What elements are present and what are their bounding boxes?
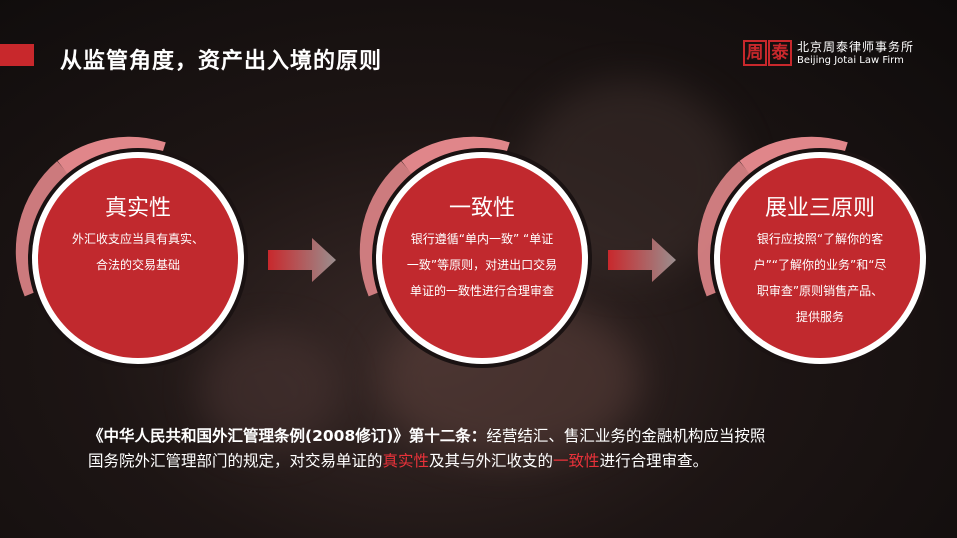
arrow-right-icon xyxy=(608,238,676,282)
page-title: 从监管角度，资产出入境的原则 xyxy=(60,49,383,74)
citation-source: 《中华人民共和国外汇管理条例(2008修订)》第十二条： xyxy=(88,427,487,445)
principle-title: 真实性 xyxy=(104,196,171,221)
principle-line: 银行遵循“单内一致” “单证 xyxy=(410,232,554,246)
principle-disc xyxy=(720,158,920,358)
logo-char: 周 xyxy=(743,40,767,66)
logo-name-cn: 北京周泰律师事务所 xyxy=(797,40,915,54)
principle-circle-authenticity: 真实性 外汇收支应当具有真实、 合法的交易基础 xyxy=(15,136,238,358)
principle-title: 展业三原则 xyxy=(764,196,875,221)
principle-line: 职审查”原则销售产品、 xyxy=(756,284,884,298)
regulation-citation: 《中华人民共和国外汇管理条例(2008修订)》第十二条：经营结汇、售汇业务的金融… xyxy=(88,424,888,474)
background-blur xyxy=(200,330,340,450)
principle-line: 银行应按照“了解你的客 xyxy=(756,232,884,246)
decorative-arc xyxy=(359,136,510,297)
firm-logo: 周 泰 北京周泰律师事务所 Beijing Jotai Law Firm xyxy=(743,40,914,68)
principle-line: 一致”等原则，对进出口交易 xyxy=(406,258,558,272)
citation-text: 国务院外汇管理部门的规定，对交易单证的 xyxy=(88,452,383,470)
principle-line: 单证的一致性进行合理审查 xyxy=(409,284,554,298)
principle-line: 户”“了解你的业务”和“尽 xyxy=(753,258,887,272)
citation-text: 及其与外汇收支的 xyxy=(429,452,554,470)
highlight-authenticity: 真实性 xyxy=(382,452,430,470)
citation-text: 经营结汇、售汇业务的金融机构应当按照 xyxy=(486,427,766,445)
principle-disc xyxy=(382,158,582,358)
principle-body: 外汇收支应当具有真实、 合法的交易基础 xyxy=(52,226,224,278)
principle-line: 外汇收支应当具有真实、 xyxy=(71,232,204,246)
logo-char: 泰 xyxy=(768,40,792,66)
principle-body: 银行应按照“了解你的客 户”“了解你的业务”和“尽 职审查”原则销售产品、 提供… xyxy=(734,226,906,330)
decorative-arc xyxy=(15,136,166,297)
principle-body: 银行遵循“单内一致” “单证 一致”等原则，对进出口交易 单证的一致性进行合理审… xyxy=(396,226,568,304)
arrow-right-icon xyxy=(268,238,336,282)
title-accent-bar xyxy=(0,44,34,66)
logo-mark-icon: 周 泰 xyxy=(743,40,793,68)
principle-circle-three-principles: 展业三原则 银行应按照“了解你的客 户”“了解你的业务”和“尽 职审查”原则销售… xyxy=(697,136,920,358)
citation-text: 进行合理审查。 xyxy=(599,452,709,470)
highlight-consistency: 一致性 xyxy=(553,452,600,470)
logo-name-en: Beijing Jotai Law Firm xyxy=(797,55,904,66)
logo-text: 北京周泰律师事务所 Beijing Jotai Law Firm xyxy=(797,41,914,67)
decorative-arc xyxy=(697,136,848,297)
principle-title: 一致性 xyxy=(448,196,515,221)
principle-disc xyxy=(38,158,238,358)
principle-line: 提供服务 xyxy=(795,310,844,324)
principle-circle-consistency: 一致性 银行遵循“单内一致” “单证 一致”等原则，对进出口交易 单证的一致性进… xyxy=(359,136,582,358)
principle-line: 合法的交易基础 xyxy=(95,258,180,272)
